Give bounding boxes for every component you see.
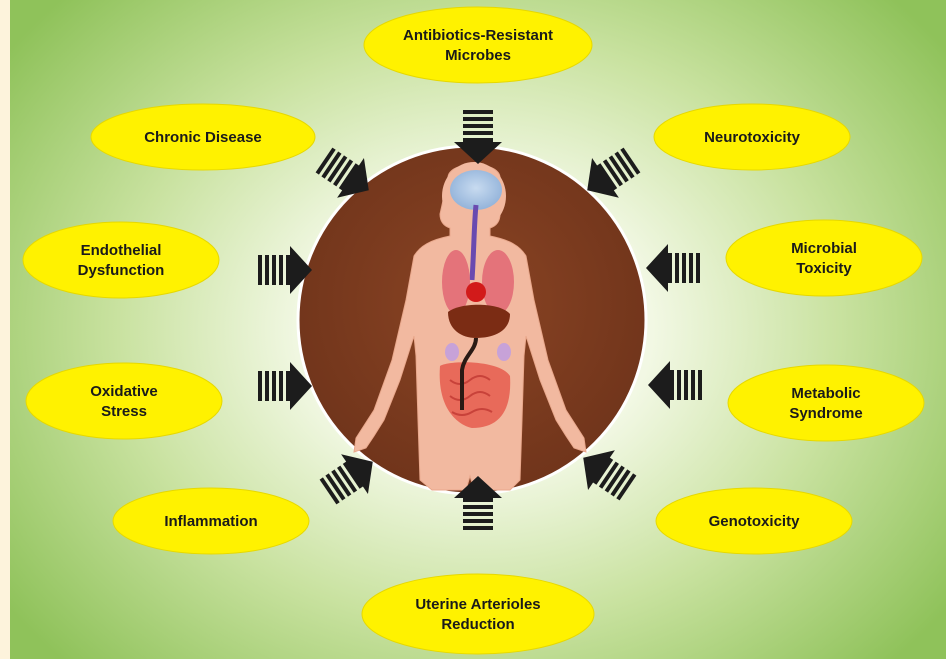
endothelial-arrow-stripe — [272, 255, 276, 285]
genotoxicity-node: Genotoxicity — [656, 488, 852, 554]
heart-shape — [466, 282, 486, 302]
inflammation-label-line: Inflammation — [164, 513, 257, 530]
oxidative-stress-arrow-stripe — [265, 371, 269, 401]
microbial-toxicity-arrow-head — [646, 244, 672, 292]
uterine-arrow-stripe — [463, 519, 493, 523]
uterine-ellipse — [362, 574, 594, 654]
left-kidney-shape — [445, 343, 459, 361]
chronic-disease-node: Chronic Disease — [91, 104, 315, 170]
oxidative-stress-arrow-stripe — [272, 371, 276, 401]
metabolic-syndrome-label-line: Syndrome — [789, 405, 862, 422]
microbial-toxicity-arrow-stripe — [675, 253, 679, 283]
microbial-toxicity-node: MicrobialToxicity — [726, 220, 922, 296]
antibiotics-arrow-stripe — [463, 124, 493, 128]
metabolic-syndrome-label-line: Metabolic — [791, 385, 860, 402]
oxidative-stress-label-line: Oxidative — [90, 383, 158, 400]
antibiotics-arrow-stripe — [463, 131, 493, 135]
antibiotics-label-line: Microbes — [445, 47, 511, 64]
inflammation-node: Inflammation — [113, 488, 309, 554]
antibiotics-label-line: Antibiotics-Resistant — [403, 27, 553, 44]
uterine-label-line: Uterine Arterioles — [415, 596, 540, 613]
microbial-toxicity-ellipse — [726, 220, 922, 296]
metabolic-syndrome-node: MetabolicSyndrome — [728, 365, 924, 441]
metabolic-syndrome-arrow-stripe — [698, 370, 702, 400]
right-lung-shape — [482, 250, 514, 314]
microbial-toxicity-arrow-stripe — [682, 253, 686, 283]
neurotoxicity-label-line: Neurotoxicity — [704, 129, 801, 146]
endothelial-arrow-stripe — [279, 255, 283, 285]
uterine-label-line: Reduction — [441, 616, 514, 633]
left-lung-shape — [442, 250, 470, 314]
oxidative-stress-ellipse — [26, 363, 222, 439]
endothelial-label-line: Endothelial — [81, 242, 162, 259]
antibiotics-arrow-stripe — [463, 117, 493, 121]
microbial-toxicity-arrow-stripe — [696, 253, 700, 283]
endothelial-label-line: Dysfunction — [78, 262, 165, 279]
microbial-toxicity-label-line: Microbial — [791, 240, 857, 257]
metabolic-syndrome-ellipse — [728, 365, 924, 441]
uterine-arrow-stripe — [463, 512, 493, 516]
endothelial-arrow-stripe — [258, 255, 262, 285]
metabolic-syndrome-arrow-stripe — [677, 370, 681, 400]
uterine-arrow-stripe — [463, 526, 493, 530]
microbial-toxicity-arrow — [646, 244, 700, 292]
endothelial-arrow-stripe — [265, 255, 269, 285]
brain-shape — [450, 170, 502, 210]
oxidative-stress-arrow-stripe — [279, 371, 283, 401]
microbial-toxicity-arrow-stripe — [689, 253, 693, 283]
endothelial-ellipse — [23, 222, 219, 298]
oxidative-stress-arrow-stripe — [258, 371, 262, 401]
uterine-arrow-stripe — [463, 505, 493, 509]
antibiotics-ellipse — [364, 7, 592, 83]
metabolic-syndrome-arrow — [648, 361, 702, 409]
neurotoxicity-node: Neurotoxicity — [654, 104, 850, 170]
metabolic-syndrome-arrow-head — [648, 361, 674, 409]
chronic-disease-label-line: Chronic Disease — [144, 129, 262, 146]
genotoxicity-label-line: Genotoxicity — [709, 513, 801, 530]
antibiotics-arrow-stripe — [463, 110, 493, 114]
oxidative-stress-label-line: Stress — [101, 403, 147, 420]
microbial-toxicity-label-line: Toxicity — [796, 260, 852, 277]
metabolic-syndrome-arrow-stripe — [684, 370, 688, 400]
metabolic-syndrome-arrow-stripe — [691, 370, 695, 400]
right-kidney-shape — [497, 343, 511, 361]
